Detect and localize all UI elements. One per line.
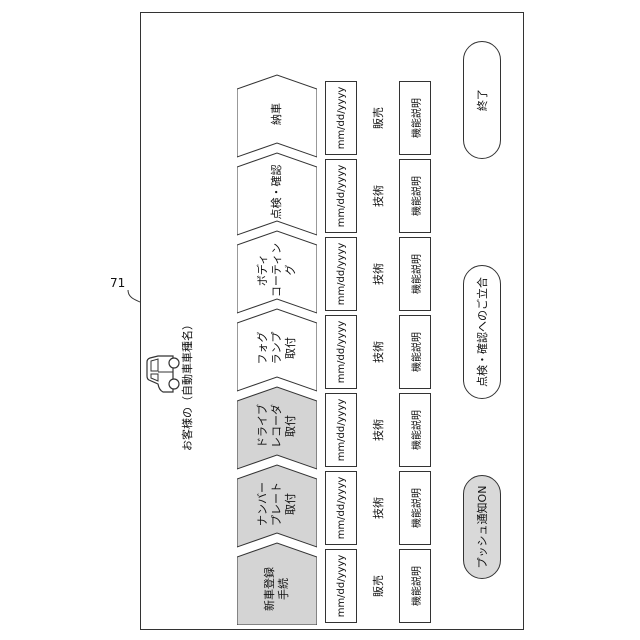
process-step-label: ドライブ レコーダ 取付 [237, 397, 317, 455]
date-cell: mm/dd/yyyy [325, 549, 357, 623]
function-explanation-button[interactable]: 機能説明 [399, 81, 431, 155]
function-explanation-button[interactable]: 機能説明 [399, 393, 431, 467]
push-notification-button[interactable]: プッシュ通知ON [463, 475, 501, 579]
staff-label: 技術 [363, 315, 393, 389]
end-button[interactable]: 終了 [463, 41, 501, 159]
process-step-label: ナンバー プレート 取付 [237, 475, 317, 533]
screen-content: お客様の（自動車車種名） 新車登録 手続ナンバー プレート 取付ドライブ レコー… [141, 13, 525, 631]
function-explanation-button[interactable]: 機能説明 [399, 549, 431, 623]
car-icon [143, 352, 183, 396]
process-step-labels: 新車登録 手続 ナンバー プレート 取付ドライブ レコーダ 取付フォグ ランプ 取… [237, 13, 317, 625]
function-explanation-button[interactable]: 機能説明 [399, 471, 431, 545]
function-explanation-button[interactable]: 機能説明 [399, 159, 431, 233]
function-explanation-button[interactable]: 機能説明 [399, 237, 431, 311]
delivery-progress-screen: お客様の（自動車車種名） 新車登録 手続ナンバー プレート 取付ドライブ レコー… [140, 12, 524, 630]
date-cell: mm/dd/yyyy [325, 393, 357, 467]
staff-label: 技術 [363, 393, 393, 467]
staff-label: 技術 [363, 159, 393, 233]
date-cell: mm/dd/yyyy [325, 471, 357, 545]
process-step-label: 点検・確認 [237, 163, 317, 221]
process-step-label: フォグ ランプ 取付 [237, 319, 317, 377]
staff-label: 技術 [363, 237, 393, 311]
date-cell: mm/dd/yyyy [325, 315, 357, 389]
process-step-label: 新車登録 手続 [237, 553, 317, 625]
date-cell: mm/dd/yyyy [325, 159, 357, 233]
process-step-label: ボディ コーティング [237, 241, 317, 299]
staff-label: 技術 [363, 471, 393, 545]
date-cell: mm/dd/yyyy [325, 237, 357, 311]
staff-label: 販売 [363, 549, 393, 623]
reference-numeral: 71 [110, 276, 125, 290]
date-cell: mm/dd/yyyy [325, 81, 357, 155]
function-explanation-button[interactable]: 機能説明 [399, 315, 431, 389]
inspection-attendance-button[interactable]: 点検・確認へのご立合 [463, 265, 501, 399]
staff-label: 販売 [363, 81, 393, 155]
process-step-label: 納車 [237, 85, 317, 143]
